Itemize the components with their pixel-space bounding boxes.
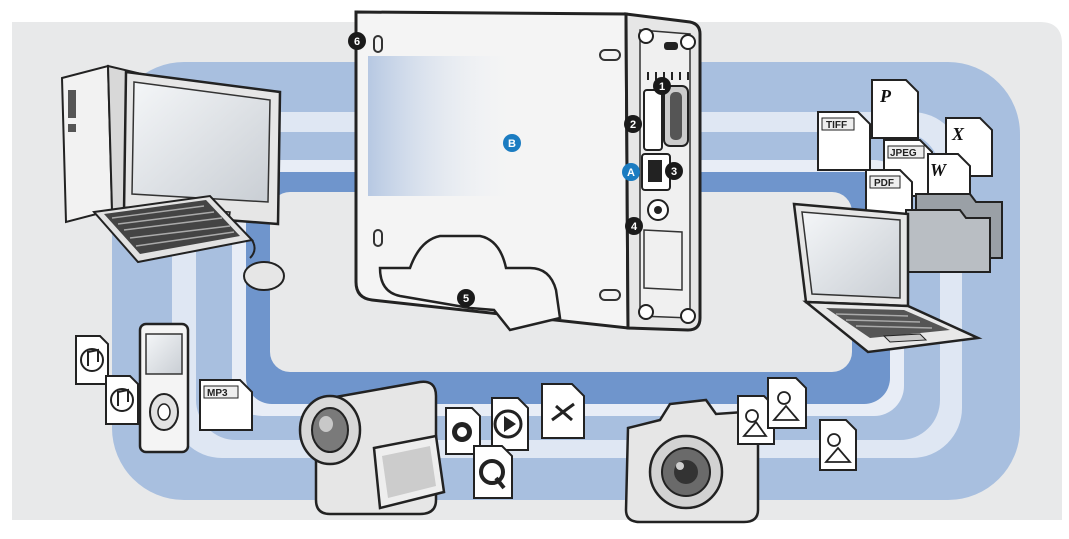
callout-4: 4 <box>625 217 643 235</box>
callout-5: 5 <box>457 289 475 307</box>
callout-1: 1 <box>653 77 671 95</box>
svg-text:5: 5 <box>463 293 469 305</box>
callout-2: 2 <box>624 115 642 133</box>
digital-camera-icon <box>624 398 760 524</box>
music-file-icon <box>105 375 139 425</box>
svg-text:A: A <box>627 167 635 179</box>
video-file-icon <box>541 383 585 439</box>
callout-3: 3 <box>665 162 683 180</box>
folder-icon <box>905 193 1003 273</box>
video-file-icon <box>445 407 481 455</box>
svg-text:3: 3 <box>671 166 677 178</box>
drive-stand <box>378 234 562 332</box>
image-file-icon <box>819 419 857 471</box>
document-file-icon: TIFF <box>817 111 871 171</box>
svg-text:2: 2 <box>630 119 636 131</box>
desktop-computer-icon <box>60 64 285 291</box>
callout-b: B <box>503 134 521 152</box>
svg-text:6: 6 <box>354 36 360 48</box>
svg-text:P: P <box>879 86 892 106</box>
svg-text:MP3: MP3 <box>207 388 228 399</box>
document-file-icon: P <box>871 79 919 139</box>
video-file-icon <box>473 445 513 499</box>
svg-text:PDF: PDF <box>874 178 894 189</box>
svg-text:4: 4 <box>631 221 638 233</box>
external-hard-drive-icon <box>354 10 702 332</box>
image-file-icon <box>767 377 807 429</box>
mouse-icon <box>243 261 285 291</box>
document-file-icon: MP3 <box>199 379 253 431</box>
callout-6: 6 <box>348 32 366 50</box>
video-file-icon <box>491 397 529 451</box>
svg-text:W: W <box>930 160 948 180</box>
mp3-player-icon <box>138 322 190 454</box>
svg-text:TIFF: TIFF <box>826 120 847 131</box>
svg-text:JPEG: JPEG <box>890 148 917 159</box>
camcorder-icon <box>298 380 446 516</box>
laptop-icon <box>792 202 983 354</box>
svg-text:X: X <box>951 124 965 144</box>
svg-text:B: B <box>508 138 516 150</box>
callout-a: A <box>622 163 640 181</box>
music-file-icon <box>75 335 109 385</box>
svg-text:1: 1 <box>659 81 665 93</box>
